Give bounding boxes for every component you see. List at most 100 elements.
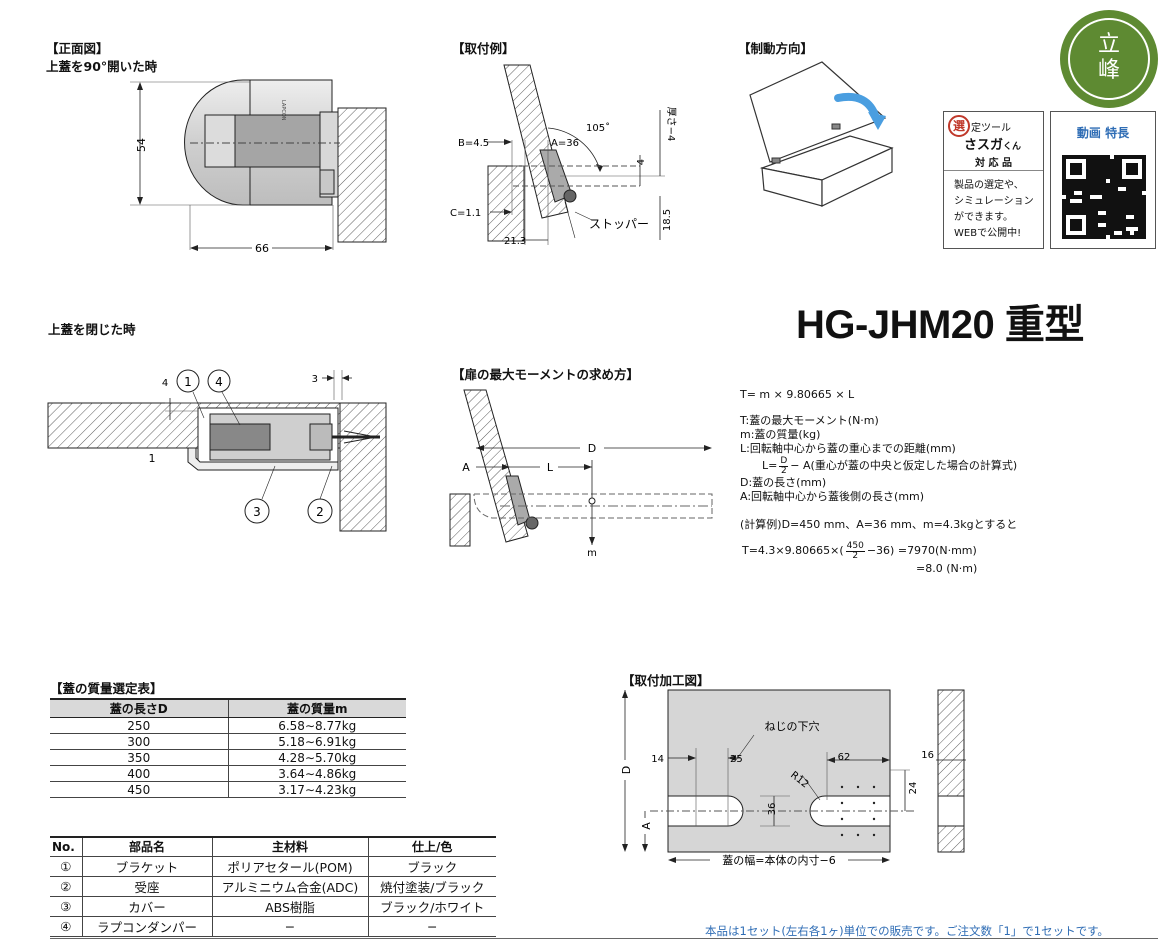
formula-block: T= m × 9.80665 × L T:蓋の最大モーメント(N·m) m:蓋の… bbox=[740, 388, 1160, 576]
dim-moment-d: D bbox=[588, 442, 596, 455]
dim-machining-25: 25 bbox=[730, 754, 743, 765]
formula-main: T= m × 9.80665 × L bbox=[740, 388, 855, 401]
dim-machining-a: A bbox=[640, 822, 653, 830]
formula-l-num: D bbox=[779, 455, 789, 467]
logo-char-1: 立 bbox=[1097, 32, 1120, 57]
dim-moment-m: m bbox=[587, 548, 597, 559]
parts-cell-finish: 焼付塗装/ブラック bbox=[367, 875, 496, 897]
section-title-mass-table: 【蓋の質量選定表】 bbox=[50, 681, 163, 696]
mass-cell-mass: 6.58∼8.77kg bbox=[227, 717, 406, 734]
formula-calc-fraction: 450 2 bbox=[845, 540, 865, 561]
select-badge: 選 bbox=[948, 115, 970, 137]
mounting-example-drawing: B=4.5 A=36 105˚ 厚さ−4 4 C=1.1 21.3 18.5 ス… bbox=[450, 64, 677, 247]
parts-cell-no: ② bbox=[50, 875, 83, 897]
mass-cell-length: 250 bbox=[50, 717, 228, 734]
parts-cell-finish: ブラック/ホワイト bbox=[367, 895, 496, 917]
mass-header-mass: 蓋の質量m bbox=[227, 698, 406, 718]
dim-mount-b: B=4.5 bbox=[458, 138, 489, 149]
parts-cell-no: ① bbox=[50, 855, 83, 877]
front-view-drawing: LAPCON 54 66 bbox=[130, 79, 387, 255]
card-desc-4: WEBで公開中! bbox=[954, 228, 1022, 239]
card-support: 対 応 品 bbox=[975, 158, 1012, 169]
parts-cell-finish: − bbox=[367, 915, 496, 937]
dim-machining-14: 14 bbox=[651, 754, 664, 765]
parts-header-material: 主材料 bbox=[211, 836, 369, 857]
formula-a: A:回転軸中心から蓋後側の長さ(mm) bbox=[740, 490, 925, 503]
dim-mount-angle: 105˚ bbox=[586, 122, 610, 134]
formula-d: D:蓋の長さ(mm) bbox=[740, 476, 827, 489]
formula-t: T:蓋の最大モーメント(N·m) bbox=[740, 414, 879, 427]
selection-tool-card[interactable]: 選 定ツール さスガくん 対 応 品 製品の選定や、 シミュレーション ができま… bbox=[943, 111, 1044, 249]
logo-char-2: 峰 bbox=[1097, 58, 1120, 83]
formula-l-eq: L= D 2 − A(重心が蓋の中央と仮定した場合の計算式) bbox=[740, 456, 1160, 476]
mass-cell-mass: 4.28∼5.70kg bbox=[227, 749, 406, 766]
card-desc-1: 製品の選定や、 bbox=[954, 180, 1024, 191]
section-title-max-moment: 【扉の最大モーメントの求め方】 bbox=[452, 367, 640, 382]
braking-direction-drawing bbox=[749, 61, 894, 207]
parts-cell-no: ④ bbox=[50, 915, 83, 937]
part-callout-2: 2 bbox=[316, 505, 324, 519]
dim-machining-36: 36 bbox=[767, 803, 778, 816]
card-tool-name: さスガ bbox=[964, 138, 1004, 153]
part-callout-4: 4 bbox=[215, 375, 223, 389]
dim-mount-a: A=36 bbox=[551, 138, 579, 149]
footer-divider bbox=[50, 938, 1158, 939]
formula-l-eq-pre: L= bbox=[762, 459, 778, 472]
card-tool-kun: くん bbox=[1003, 142, 1022, 152]
video-card[interactable]: 動画 特長 bbox=[1050, 111, 1156, 249]
moment-drawing: D L A m bbox=[449, 389, 713, 559]
dim-closed-one: 1 bbox=[149, 452, 156, 465]
card-desc-3: ができます。 bbox=[954, 212, 1013, 223]
svg-text:LAPCON: LAPCON bbox=[280, 100, 286, 121]
stopper-label: ストッパー bbox=[589, 217, 649, 231]
brand-logo: 立 峰 bbox=[1060, 10, 1158, 108]
dim-machining-width: 蓋の幅=本体の内寸−6 bbox=[722, 853, 835, 867]
section-title-braking-direction: 【制動方向】 bbox=[738, 41, 814, 56]
card-desc-2: シミュレーション bbox=[954, 196, 1034, 207]
mass-cell-mass: 3.64∼4.86kg bbox=[227, 765, 406, 782]
dim-front-height: 54 bbox=[135, 138, 148, 152]
video-card-title: 動画 特長 bbox=[1076, 126, 1130, 140]
parts-header-name: 部品名 bbox=[81, 836, 213, 857]
closed-subtitle: 上蓋を閉じた時 bbox=[48, 322, 136, 337]
mass-cell-length: 400 bbox=[50, 765, 228, 782]
qr-code-icon[interactable] bbox=[1062, 155, 1146, 239]
dim-machining-24: 24 bbox=[908, 782, 919, 795]
formula-example: (計算例)D=450 mm、A=36 mm、m=4.3kgとすると bbox=[740, 518, 1018, 531]
formula-l-eq-post: − A(重心が蓋の中央と仮定した場合の計算式) bbox=[790, 459, 1018, 472]
dim-moment-a: A bbox=[462, 461, 470, 474]
dim-mount-four: 4 bbox=[636, 159, 647, 165]
closed-view-drawing: 4 3 1 1 4 3 2 bbox=[47, 369, 387, 532]
footnote: 本品は1セット(左右各1ヶ)単位での販売です。ご注文数「1」で1セットです。 bbox=[705, 924, 1109, 938]
parts-header-finish: 仕上/色 bbox=[367, 836, 496, 857]
formula-m: m:蓋の質量(kg) bbox=[740, 428, 821, 441]
parts-table-header-row: No. 部品名 主材料 仕上/色 bbox=[50, 836, 496, 857]
formula-l: L:回転軸中心から蓋の重心までの距離(mm) bbox=[740, 442, 956, 455]
dim-mount-width: 21.3 bbox=[504, 236, 526, 247]
parts-header-no: No. bbox=[50, 836, 83, 857]
mass-cell-length: 300 bbox=[50, 733, 228, 750]
parts-cell-material: ポリアセタール(POM) bbox=[211, 855, 369, 877]
mass-table-header-row: 蓋の長さD 蓋の質量m bbox=[50, 698, 406, 718]
formula-l-fraction: D 2 bbox=[779, 455, 789, 476]
mass-cell-mass: 3.17∼4.23kg bbox=[227, 781, 406, 798]
part-callout-1: 1 bbox=[184, 375, 192, 389]
dim-mount-c: C=1.1 bbox=[450, 208, 481, 219]
formula-calc-num: 450 bbox=[845, 540, 865, 552]
formula-calc-post: −36) =7970(N·mm) bbox=[866, 544, 977, 557]
dim-mount-thickness: 厚さ−4 bbox=[665, 107, 677, 142]
mass-cell-length: 350 bbox=[50, 749, 228, 766]
dim-closed-three: 3 bbox=[312, 374, 318, 385]
parts-cell-finish: ブラック bbox=[367, 855, 496, 877]
parts-cell-no: ③ bbox=[50, 895, 83, 917]
dim-moment-l: L bbox=[547, 461, 554, 474]
dim-machining-d: D bbox=[620, 766, 633, 774]
